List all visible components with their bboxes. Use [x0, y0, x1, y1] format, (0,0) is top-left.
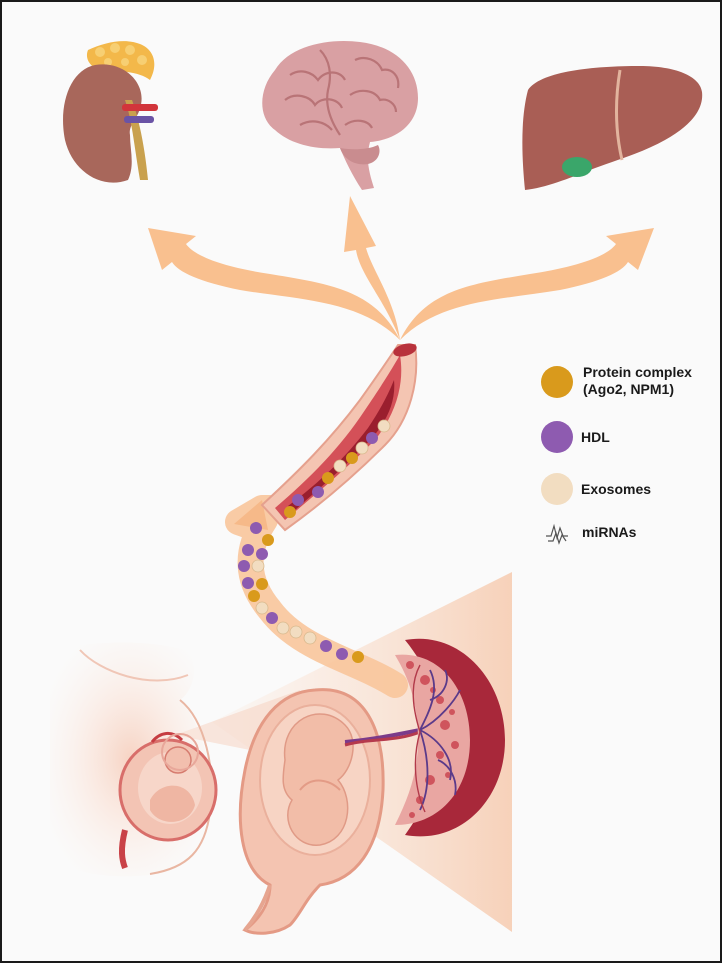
exosome-particle — [252, 560, 264, 572]
protein-particle — [256, 578, 268, 590]
legend-exosome-swatch — [541, 473, 573, 505]
exosome-particle — [256, 602, 268, 614]
hdl-particle — [238, 560, 250, 572]
hdl-particle — [320, 640, 332, 652]
legend-exosomes-label: Exosomes — [581, 481, 651, 498]
pregnant-woman-icon — [50, 643, 216, 877]
legend-protein-label: Protein complex (Ago2, NPM1) — [583, 364, 692, 398]
protein-particle — [262, 534, 274, 546]
legend-hdl-swatch — [541, 421, 573, 453]
protein-particle — [346, 452, 358, 464]
hdl-particle — [366, 432, 378, 444]
hdl-particle — [266, 612, 278, 624]
exosome-particle — [356, 442, 368, 454]
hdl-particle — [250, 522, 262, 534]
hdl-particle — [242, 544, 254, 556]
hdl-particle — [336, 648, 348, 660]
legend-mirnas-label: miRNAs — [582, 524, 636, 541]
hdl-particle — [312, 486, 324, 498]
protein-particle — [284, 506, 296, 518]
exosome-particle — [334, 460, 346, 472]
exosome-particle — [378, 420, 390, 432]
hdl-particle — [292, 494, 304, 506]
protein-particle — [322, 472, 334, 484]
legend-protein-swatch — [541, 366, 573, 398]
hdl-particle — [256, 548, 268, 560]
protein-particle — [248, 590, 260, 602]
hdl-particle — [242, 577, 254, 589]
exosome-particle — [290, 626, 302, 638]
legend-protein-line1: Protein complex — [583, 364, 692, 381]
protein-particle — [352, 651, 364, 663]
legend-protein-line2: (Ago2, NPM1) — [583, 381, 692, 398]
exosome-particle — [277, 622, 289, 634]
legend-hdl-label: HDL — [581, 429, 610, 446]
exosome-particle — [304, 632, 316, 644]
